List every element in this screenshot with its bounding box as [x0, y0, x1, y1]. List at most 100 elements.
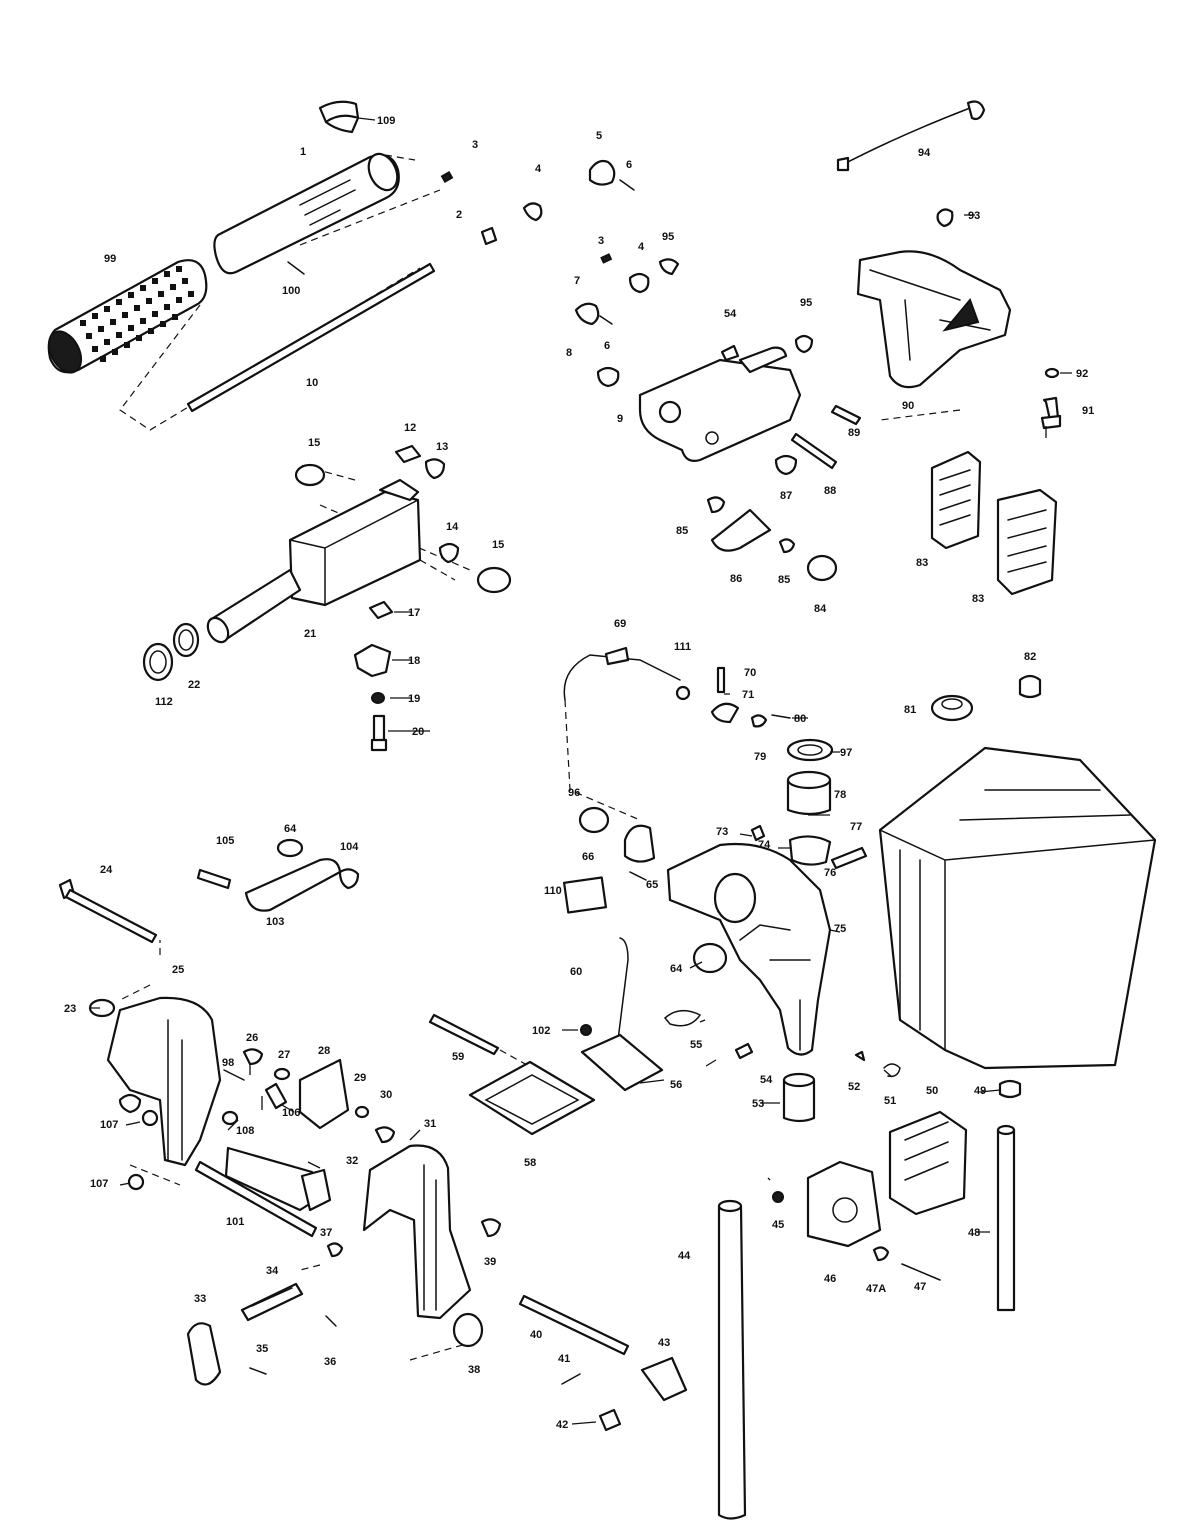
callout-20: 20 — [412, 726, 424, 738]
callout-52: 52 — [848, 1081, 860, 1093]
callout-98: 98 — [222, 1057, 234, 1069]
callout-99: 99 — [104, 253, 116, 265]
parts-32-101-107 — [127, 1146, 332, 1238]
callout-87: 87 — [780, 490, 792, 502]
parts-87-88-89-pins — [774, 404, 862, 476]
callout-3-second: 3 — [598, 235, 604, 247]
callout-112: 112 — [155, 696, 173, 708]
callout-26: 26 — [246, 1032, 258, 1044]
callout-21: 21 — [304, 628, 316, 640]
part-21-steering-housing — [206, 478, 422, 644]
parts-70-71-79-80-111 — [675, 666, 791, 728]
callout-25: 25 — [172, 964, 184, 976]
callout-78: 78 — [834, 789, 846, 801]
callout-2: 2 — [456, 209, 462, 221]
parts-112-22-seals — [142, 622, 200, 682]
parts-12-13-14-15-17 — [294, 444, 512, 620]
callout-111: 111 — [674, 641, 691, 653]
callout-109: 109 — [377, 115, 395, 127]
parts-81-82 — [930, 674, 1042, 722]
callout-27: 27 — [278, 1049, 290, 1061]
callout-18: 18 — [408, 655, 420, 667]
parts-44-45-46-47-48 — [717, 1110, 1016, 1520]
callout-104: 104 — [340, 841, 359, 853]
callout-48: 48 — [968, 1227, 980, 1239]
callout-9: 9 — [617, 413, 623, 425]
callout-39: 39 — [484, 1256, 496, 1268]
callout-34: 34 — [266, 1265, 279, 1277]
callout-44: 44 — [678, 1250, 691, 1262]
callout-12: 12 — [404, 422, 416, 434]
callout-17: 17 — [408, 607, 420, 619]
parts-91-92-screw — [1040, 367, 1062, 430]
parts-64-103-104-105 — [196, 838, 360, 912]
parts-40-41-42-43 — [518, 1294, 688, 1432]
callout-56: 56 — [670, 1079, 682, 1091]
callout-33: 33 — [194, 1293, 206, 1305]
callout-81: 81 — [904, 704, 916, 716]
small-hardware-top-left — [287, 171, 543, 275]
part-109-clip — [318, 100, 360, 134]
callout-13: 13 — [436, 441, 448, 453]
callout-41: 41 — [558, 1353, 570, 1365]
parts-56-58-59 — [428, 1013, 664, 1136]
callout-66: 66 — [582, 851, 594, 863]
callout-5: 5 — [596, 130, 602, 142]
callout-103: 103 — [266, 916, 284, 928]
callout-47: 47 — [914, 1281, 926, 1293]
callout-75: 75 — [834, 923, 846, 935]
part-75-swivel-housing — [666, 842, 832, 1056]
parts-26-27-28-29-30-98-106-108 — [141, 1048, 396, 1144]
callout-28: 28 — [318, 1045, 330, 1057]
callout-15-second: 15 — [492, 539, 504, 551]
callout-89: 89 — [848, 427, 860, 439]
parts-97-78-73-74-76 — [750, 738, 868, 870]
callout-32: 32 — [346, 1155, 358, 1167]
callout-45: 45 — [772, 1219, 784, 1231]
callout-83: 83 — [916, 557, 928, 569]
part-90-cover — [856, 250, 1012, 389]
callout-35: 35 — [256, 1343, 268, 1355]
callout-90: 90 — [902, 400, 914, 412]
callout-85: 85 — [676, 525, 688, 537]
callout-60: 60 — [570, 966, 582, 978]
callout-110: 110 — [544, 885, 562, 897]
parts-60-64-55-102 — [580, 937, 728, 1041]
callout-6-second: 6 — [604, 340, 610, 352]
callout-23: 23 — [64, 1003, 76, 1015]
callout-96: 96 — [568, 787, 580, 799]
callout-15: 15 — [308, 437, 320, 449]
callout-83-second: 83 — [972, 593, 984, 605]
parts-51-52-53-54 — [734, 1042, 901, 1123]
part-99-grille — [47, 259, 208, 374]
callout-107-second: 107 — [90, 1178, 108, 1190]
callout-24: 24 — [100, 864, 113, 876]
callout-8: 8 — [566, 347, 572, 359]
callout-102: 102 — [532, 1025, 550, 1037]
callout-50: 50 — [926, 1085, 938, 1097]
dashed-leader-lines — [119, 154, 961, 1361]
part-93-clip — [936, 208, 954, 228]
parts-24-23-25 — [58, 878, 158, 1018]
callout-64: 64 — [670, 963, 683, 975]
parts-18-19-20 — [353, 643, 392, 752]
callout-95: 95 — [662, 231, 674, 243]
part-31-starboard-clamp-bracket — [362, 1144, 502, 1320]
callout-84: 84 — [814, 603, 827, 615]
callout-40: 40 — [530, 1329, 542, 1341]
parts-96-66-65-110 — [562, 806, 656, 914]
callout-47a: 47A — [866, 1283, 886, 1295]
callout-100: 100 — [282, 285, 300, 297]
callout-58: 58 — [524, 1157, 536, 1169]
callout-105: 105 — [216, 835, 234, 847]
part-69-tilt-rod — [563, 646, 681, 701]
callout-55: 55 — [690, 1039, 702, 1051]
callout-54-second: 54 — [760, 1074, 773, 1086]
callout-95-second: 95 — [800, 297, 812, 309]
part-10-rod — [186, 262, 436, 413]
callout-108: 108 — [236, 1125, 254, 1137]
part-94-cable — [836, 100, 986, 172]
callout-46: 46 — [824, 1273, 836, 1285]
callout-7: 7 — [574, 275, 580, 287]
